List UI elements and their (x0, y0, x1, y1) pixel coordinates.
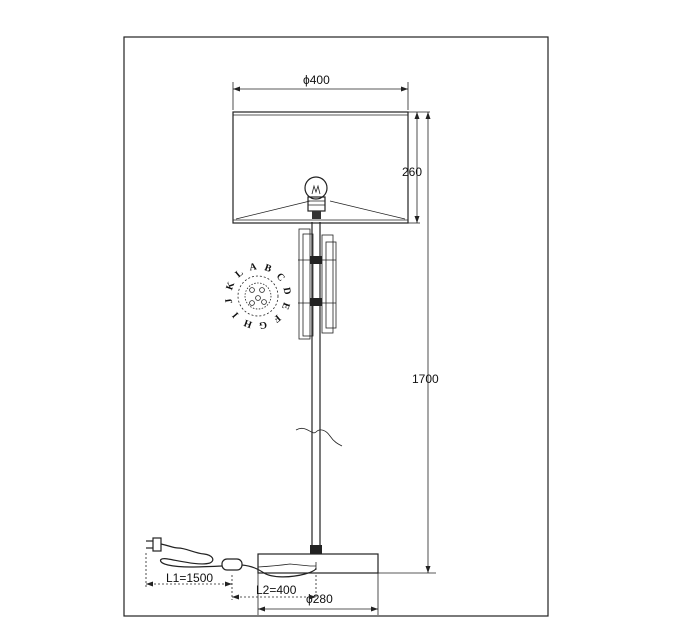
switch-cable-length-label: L2=400 (256, 583, 297, 597)
shade-diameter-dimension: ϕ400 (232, 73, 409, 110)
dial-letter: B (263, 262, 273, 275)
total-height-label: 1700 (412, 372, 439, 386)
shade-diameter-label: ϕ400 (303, 73, 330, 87)
dial-letter: I (230, 309, 241, 319)
base-diameter-label: ϕ280 (306, 592, 333, 606)
dial-letter: J (224, 298, 236, 305)
dial-letter: K (224, 280, 237, 291)
power-cable (146, 537, 317, 578)
light-bulb (304, 176, 328, 219)
lamp-stem (295, 222, 343, 554)
dial-letter: D (281, 286, 293, 295)
total-height-dimension: 1700 (378, 112, 439, 574)
dial-letter: E (279, 301, 292, 311)
shade-height-dimension: 260 (402, 111, 430, 224)
crystal-decoration (298, 228, 337, 340)
dial-letter: F (271, 312, 283, 324)
lamp-shade (232, 111, 409, 224)
drawing-frame (123, 36, 549, 617)
dial-letter: L (233, 267, 245, 280)
switch-cable-length-dimension: L2=400 (232, 575, 317, 600)
dial-letter: H (242, 317, 253, 330)
lamp-base (257, 553, 379, 574)
dial-letter: A (248, 261, 258, 273)
base-diameter-dimension: ϕ280 (257, 573, 379, 615)
dial-letter: G (258, 319, 268, 331)
cable-length-label: L1=1500 (166, 571, 213, 585)
shade-height-label: 260 (402, 165, 422, 179)
cable-length-dimension: L1=1500 (145, 553, 233, 600)
dial-letter: C (274, 271, 287, 284)
